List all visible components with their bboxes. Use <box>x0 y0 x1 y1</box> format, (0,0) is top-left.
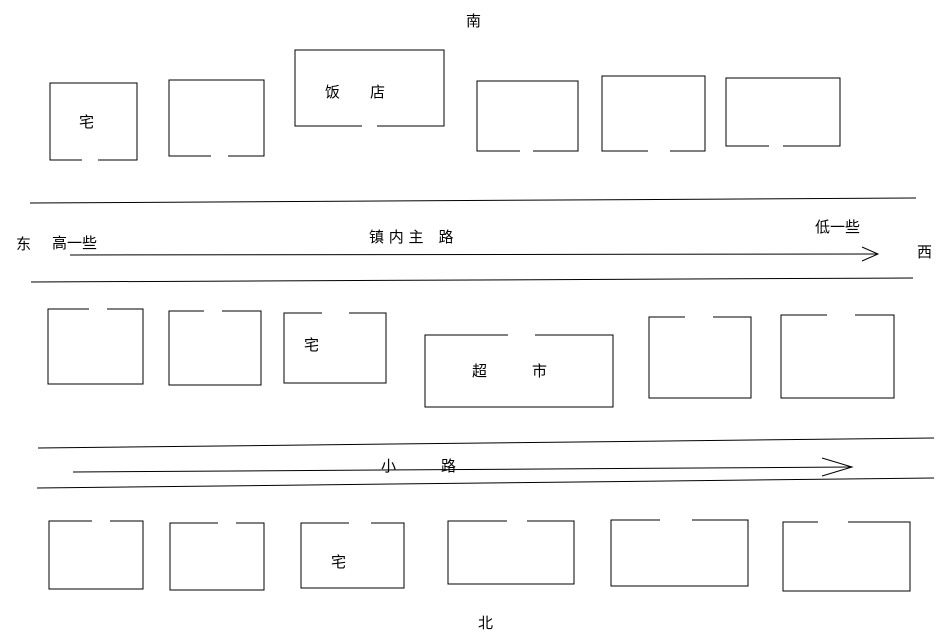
south-label: 南 <box>466 12 481 30</box>
building-outline-building-6 <box>725 77 841 147</box>
building-outline-house-2 <box>283 312 387 384</box>
small-road-label: 小 路 <box>381 457 456 475</box>
house-label-3: 宅 <box>331 553 346 571</box>
building-outline-building-5 <box>601 75 706 152</box>
house-label-1: 宅 <box>79 113 94 131</box>
main-road-arrowhead <box>861 246 880 262</box>
building-outline-building-2 <box>168 79 265 157</box>
building-outline-restaurant <box>294 49 445 127</box>
north-label: 北 <box>478 614 493 632</box>
building-outline-building-17 <box>610 519 749 587</box>
small-road-edge-bottom <box>36 477 935 489</box>
main-road-edge-bottom <box>30 277 914 283</box>
small-road-edge-top <box>37 437 935 449</box>
building-outline-house-3 <box>300 522 405 589</box>
building-outline-building-18 <box>782 521 911 592</box>
building-outline-supermarket <box>424 334 614 408</box>
house-label-2: 宅 <box>304 336 319 354</box>
building-outline-building-7 <box>47 308 144 385</box>
east-label: 东 <box>16 235 31 253</box>
building-outline-house-1 <box>49 82 138 161</box>
slope-high-label: 高一些 <box>52 234 97 252</box>
main-road-label: 镇 内 主 路 <box>369 228 454 246</box>
building-outline-building-8 <box>168 310 262 386</box>
small-road-arrowhead <box>821 457 854 477</box>
building-outline-building-16 <box>447 520 575 585</box>
building-outline-building-4 <box>476 80 579 152</box>
main-road-arrow <box>69 253 878 256</box>
restaurant-label: 饭 店 <box>325 83 385 101</box>
west-label: 西 <box>917 243 932 261</box>
slope-low-label: 低一些 <box>815 218 860 236</box>
building-outline-building-13 <box>48 520 144 590</box>
buildings-group <box>47 49 911 592</box>
main-road-edge-top <box>29 197 917 204</box>
small-road-arrow <box>72 466 853 473</box>
building-outline-building-12 <box>780 314 895 399</box>
building-outline-building-11 <box>648 316 752 399</box>
building-outline-building-14 <box>169 522 265 591</box>
supermarket-label: 超 市 <box>472 362 547 380</box>
